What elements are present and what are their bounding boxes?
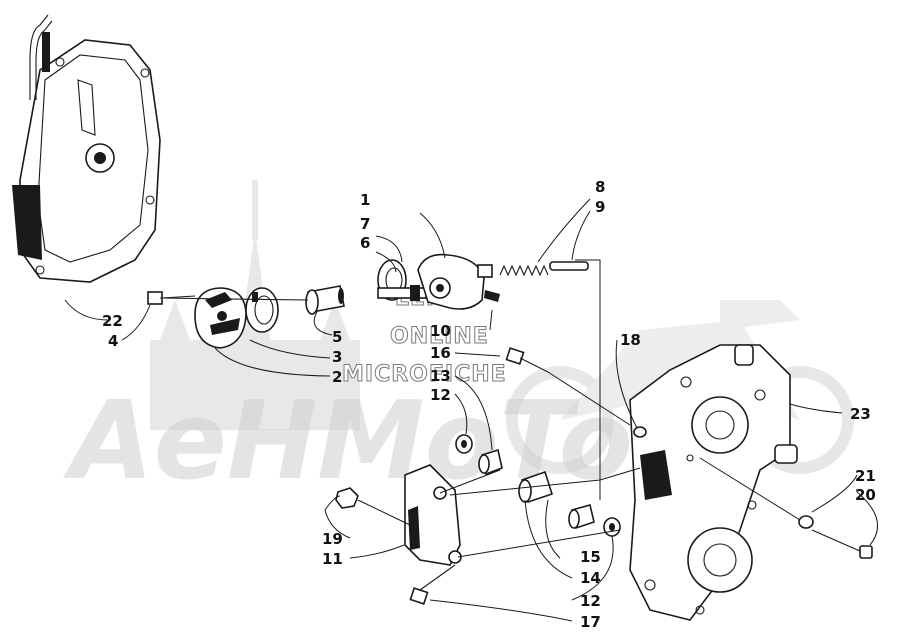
washer-part-12-upper	[455, 434, 473, 454]
callout-12-lower: 12	[580, 592, 601, 610]
bushing-part-5	[305, 285, 345, 315]
cam-part-2	[194, 287, 247, 349]
callout-15: 15	[580, 548, 601, 566]
callout-3: 3	[332, 348, 342, 366]
callout-14: 14	[580, 569, 601, 587]
washer-part-12-lower	[603, 517, 621, 537]
bushing-part-13	[478, 448, 503, 476]
callout-5: 5	[332, 328, 342, 346]
leader-lines	[64, 198, 878, 622]
gearcase-housing	[629, 344, 798, 621]
outer-case-cover	[12, 14, 161, 283]
screw-part-16	[505, 347, 549, 373]
pin-part-9	[549, 261, 589, 271]
watermark-line-2: ONLINE	[390, 324, 489, 349]
watermark-line-3: MICROFICHE	[342, 362, 507, 387]
washer-part-21	[798, 515, 814, 529]
callout-12: 12	[430, 386, 451, 404]
callout-7: 7	[360, 215, 370, 233]
callout-17: 17	[580, 613, 601, 631]
callout-10: 10	[430, 322, 451, 340]
spring-part-8	[499, 264, 549, 277]
callout-13: 13	[430, 367, 451, 385]
callout-20: 20	[855, 486, 876, 504]
nut-part-19	[335, 487, 359, 509]
bushing-part-15	[568, 504, 595, 530]
callout-1: 1	[360, 191, 370, 209]
housing-part-1	[417, 253, 500, 310]
callout-4: 4	[108, 332, 118, 350]
callout-19: 19	[322, 530, 343, 548]
bolt-part-20	[811, 529, 873, 559]
callout-2: 2	[332, 368, 342, 386]
callout-labels: 1 7 6 8 9 22 4 5 3 2 10 16 13 12 18 23 2…	[102, 178, 876, 631]
callout-8: 8	[595, 178, 605, 196]
callout-6: 6	[360, 234, 370, 252]
callout-23: 23	[850, 405, 871, 423]
callout-18: 18	[620, 331, 641, 349]
ring-part-3	[245, 287, 279, 333]
bushing-part-14	[518, 470, 554, 504]
washer-part-18	[633, 426, 647, 438]
bolt-part-17	[409, 564, 456, 605]
callout-21: 21	[855, 467, 876, 485]
callout-22: 22	[102, 312, 123, 330]
callout-16: 16	[430, 344, 451, 362]
callout-9: 9	[595, 198, 605, 216]
callout-11: 11	[322, 550, 343, 568]
shaft-part-6	[377, 285, 427, 301]
